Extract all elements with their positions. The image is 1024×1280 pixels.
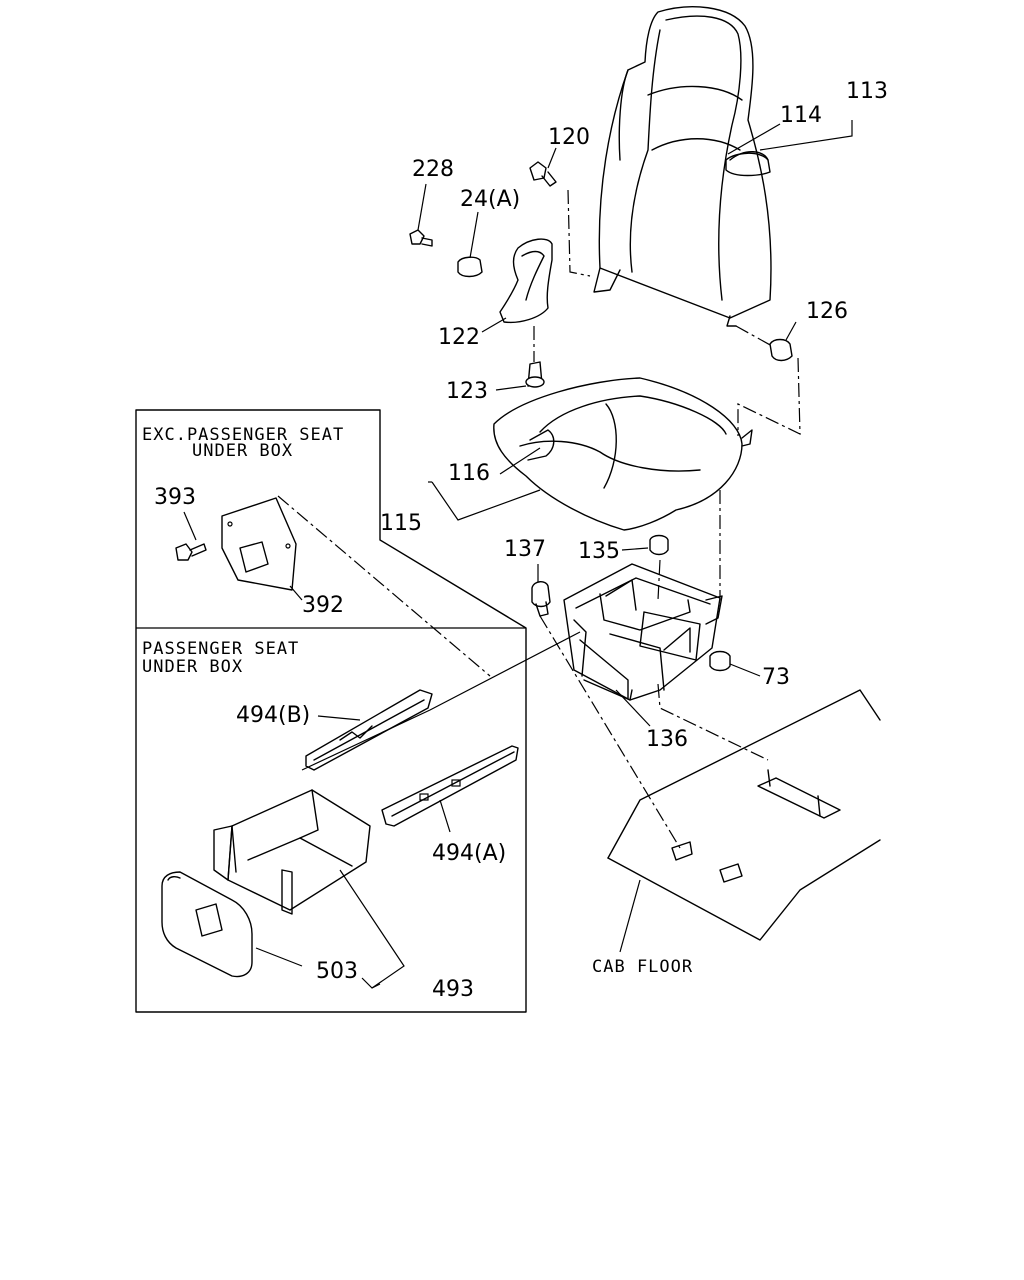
callout-115: 115 [380,511,422,536]
bolt-137 [531,581,551,617]
seat-frame [563,563,723,701]
cover-plate-392 [221,497,297,591]
callout-24a: 24(A) [460,187,520,212]
seat-back [593,6,772,327]
callout-120: 120 [548,125,590,150]
callout-73: 73 [762,665,790,690]
nut-73 [709,650,731,672]
bolt-393 [175,543,207,561]
callout-116: 116 [448,461,490,486]
bolt-228 [409,229,433,247]
seat-cushion [493,377,753,531]
callout-494a: 494(A) [432,841,506,866]
callout-135: 135 [578,539,620,564]
callout-503: 503 [316,959,358,984]
side-bracket [499,238,553,324]
inset-exc-title-line2: UNDER BOX [192,441,293,461]
rail-494a [381,745,519,827]
callout-392: 392 [302,593,344,618]
callout-137: 137 [504,537,546,562]
nut-24a [457,256,483,278]
inset-box [135,409,527,1013]
under-box-493 [213,789,371,915]
cover-503 [161,871,253,978]
rail-494b [305,689,433,771]
leader-lines [183,120,853,989]
inset-exc-title-line1: EXC.PASSENGER SEAT [142,425,344,445]
inset-passenger-title-line2: UNDER BOX [142,657,243,677]
bolt-120 [529,161,557,187]
nut-135 [649,534,669,556]
callout-494b: 494(B) [236,703,310,728]
callout-393: 393 [154,485,196,510]
cab-floor-label: CAB FLOOR [592,957,693,977]
callout-228: 228 [412,157,454,182]
callout-123: 123 [446,379,488,404]
bolt-123 [525,361,545,388]
callout-493: 493 [432,977,474,1002]
cab-floor [607,689,881,941]
callout-126: 126 [806,299,848,324]
callout-113: 113 [846,79,888,104]
callout-122: 122 [438,325,480,350]
callout-114: 114 [780,103,822,128]
inset-passenger-title-line1: PASSENGER SEAT [142,639,299,659]
callout-136: 136 [646,727,688,752]
cap-126 [769,338,793,362]
